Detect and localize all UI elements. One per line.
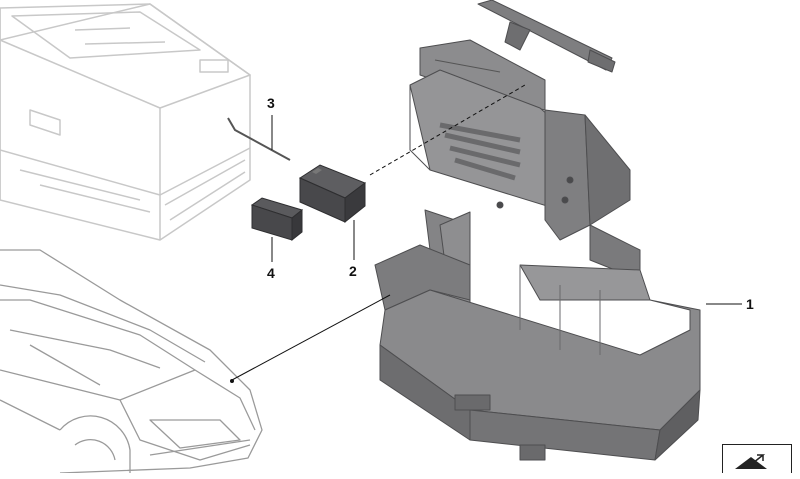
vehicle-location-dot [230, 379, 234, 383]
leader-line-vehicle [231, 294, 391, 381]
battery-ghost-icon [0, 3, 251, 241]
callout-2: 2 [349, 263, 357, 279]
diagram-type-corner-icon [722, 444, 792, 473]
battery-tray-bracket-part-1 [374, 0, 701, 461]
callout-1: 1 [746, 296, 754, 312]
control-module-part-2 [298, 164, 367, 224]
sensor-module-part-4 [250, 197, 304, 242]
pin-part-3 [227, 117, 291, 161]
vehicle-outline-icon [0, 249, 263, 473]
leader-lines [231, 84, 742, 381]
callout-3: 3 [267, 95, 275, 111]
callout-4: 4 [267, 265, 275, 281]
leader-line-module [369, 84, 526, 176]
